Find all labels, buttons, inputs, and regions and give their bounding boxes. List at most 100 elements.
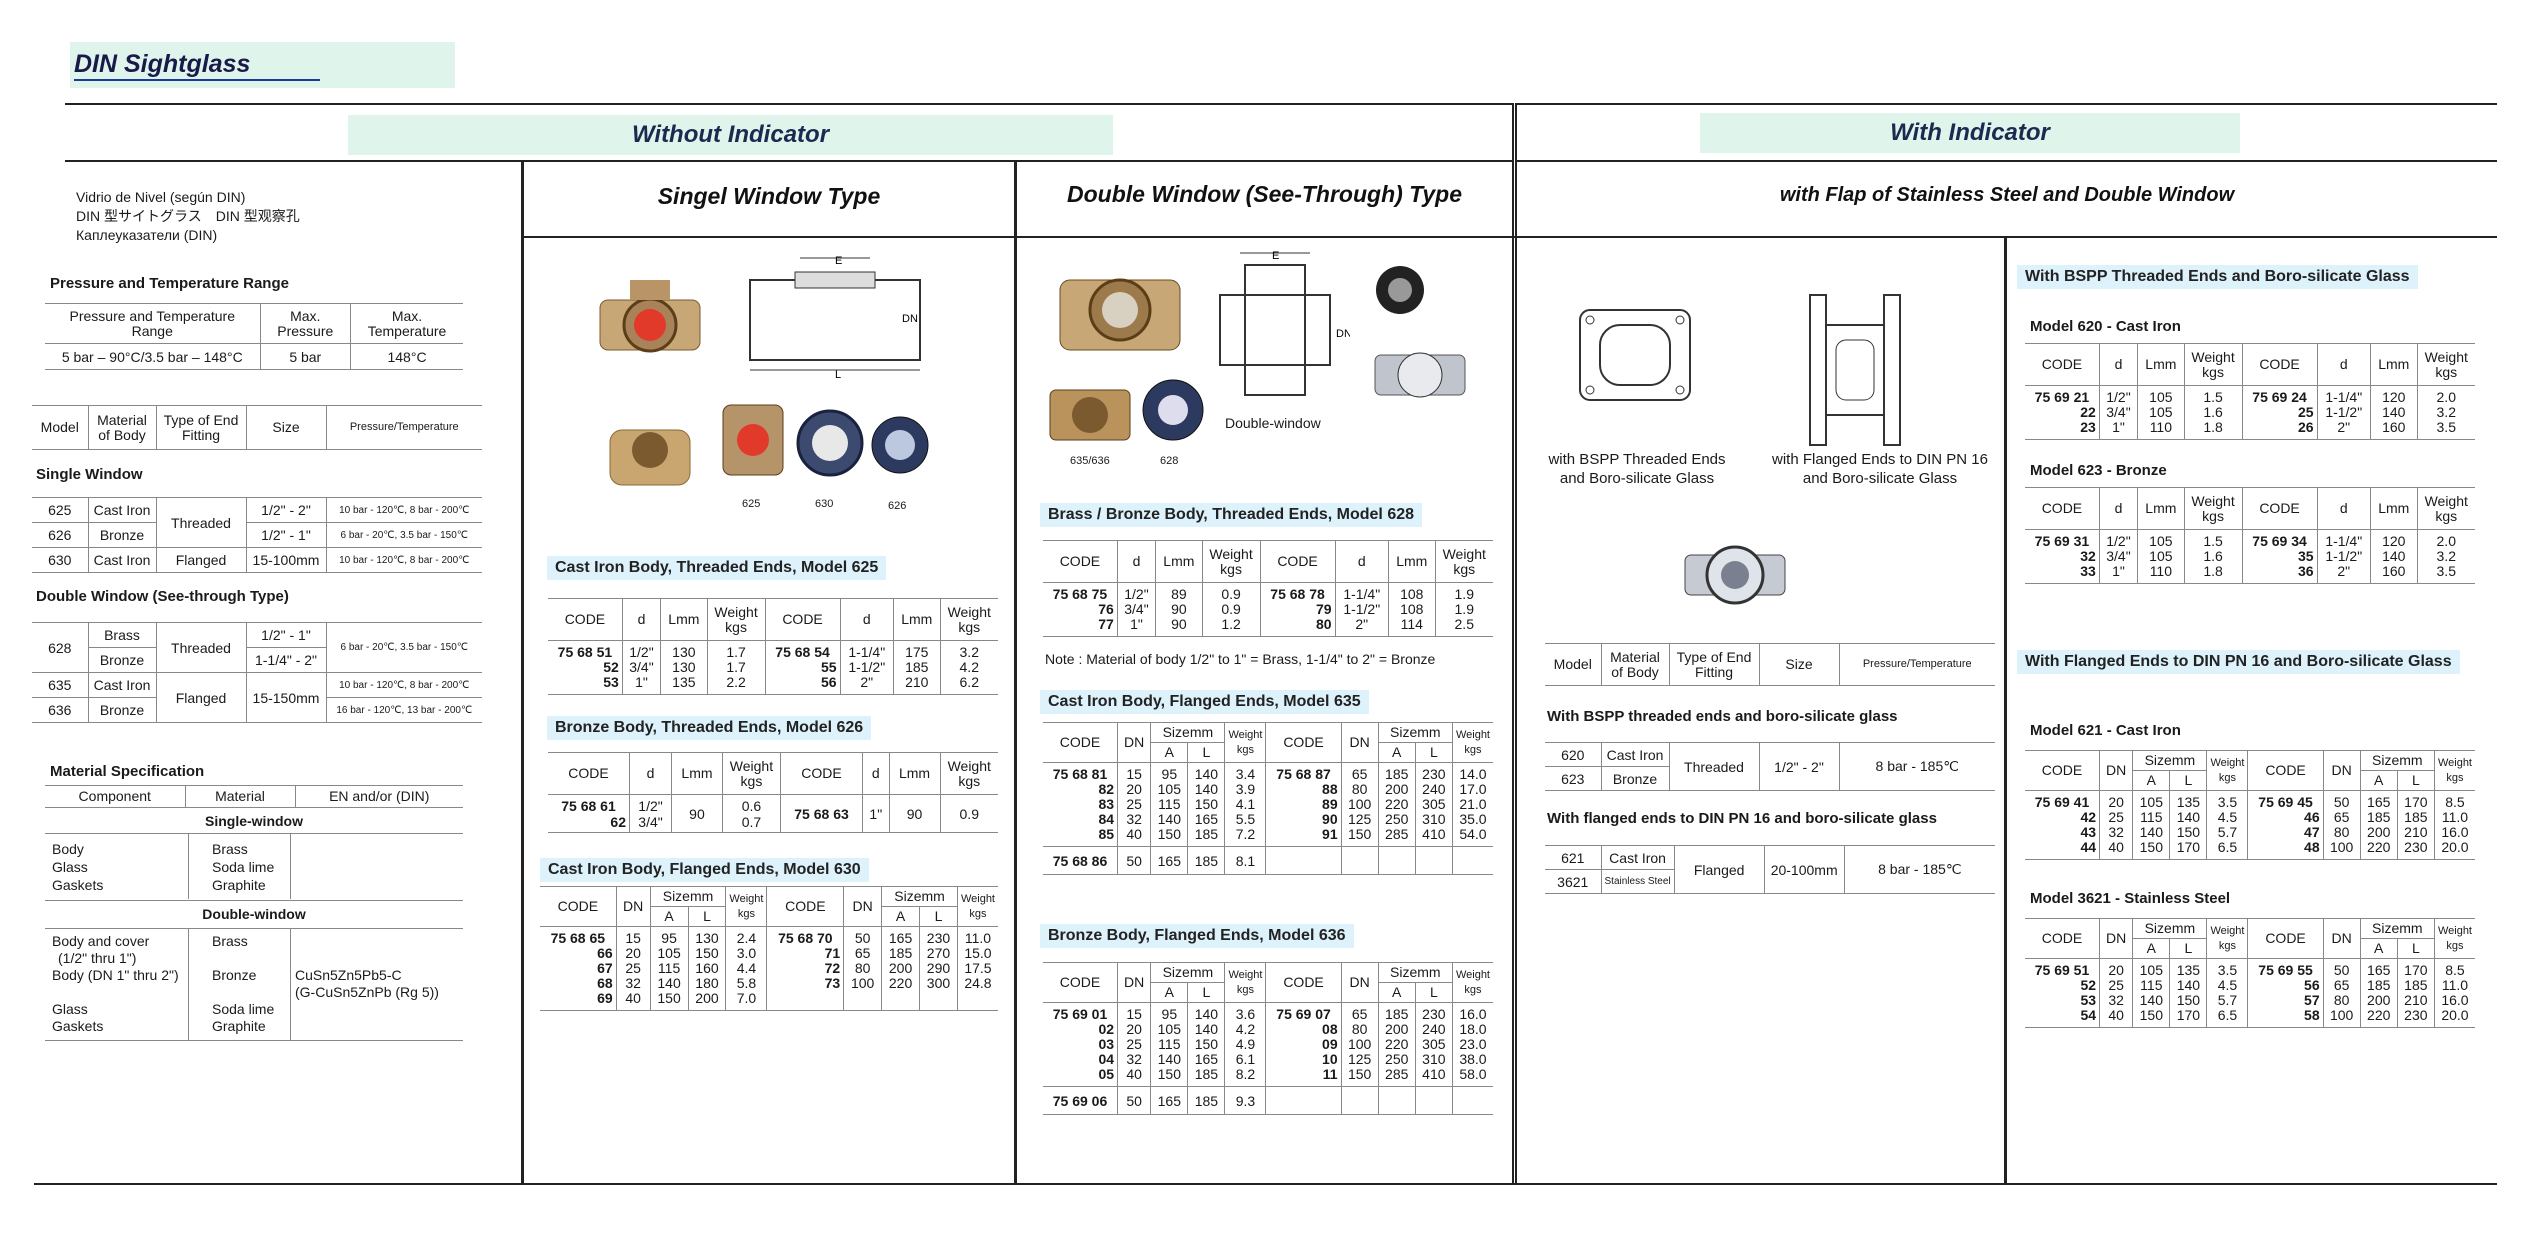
code: 75 68 75 (1052, 586, 1108, 602)
cell-col-5: 1-1/4"1-1/2"2" (1334, 582, 1390, 637)
a: 165 (1150, 1086, 1189, 1115)
value: 135 (672, 674, 696, 690)
cell-col-1: 1/2"3/4"1" (2098, 529, 2139, 584)
mh-size: Size (1758, 643, 1840, 686)
sightglass-flap-photo (1684, 545, 1786, 605)
col-dn: DN (2099, 918, 2134, 959)
value: 150 (1194, 796, 1219, 812)
value: 2.5 (1454, 616, 1474, 632)
value: 90 (1171, 601, 1187, 617)
sightglass-drawing-double: E DN (1219, 250, 1350, 396)
mh-size: Size (245, 405, 327, 450)
code: 75 68 78 (1270, 586, 1325, 602)
code: 90 (1322, 811, 1338, 827)
lmm: 90 (671, 794, 723, 833)
value: 220 (888, 975, 913, 991)
value: 1.7 (726, 644, 746, 660)
col-size: Sizemm (649, 886, 727, 907)
value: 15 (1126, 1006, 1142, 1022)
flap-title: with Flap of Stainless Steel and Double … (1779, 184, 2235, 206)
value: 3.4 (1235, 766, 1256, 782)
t628-title: Brass / Bronze Body, Threaded Ends, Mode… (1040, 503, 1423, 527)
value: 25 (1126, 796, 1142, 812)
value: 3.5 (2436, 563, 2456, 579)
value: 105 (1157, 1021, 1181, 1037)
value: 105 (2149, 389, 2173, 405)
col-dn: DN (1340, 962, 1379, 1003)
single-heading: Single Window (36, 466, 143, 483)
mat-comp: (1/2" thru 1") (58, 950, 137, 966)
pt-v2: 5 bar (259, 343, 351, 370)
cell-col-1: 1/2"3/4"1" (2098, 385, 2139, 440)
value: 23.0 (1459, 1036, 1487, 1052)
t630-title: Cast Iron Body, Flanged Ends, Model 630 (540, 858, 869, 882)
value: 1" (635, 674, 648, 690)
sw-model: 626 (32, 522, 89, 548)
value: 1.6 (2203, 548, 2223, 564)
value: 220 (1385, 1036, 1409, 1052)
col-weight: Weight kgs (2206, 918, 2249, 959)
sw-model: 625 (32, 497, 89, 523)
value: 100 (1347, 796, 1372, 812)
model: 3621 (1545, 869, 1602, 894)
value: 1.8 (2203, 563, 2223, 579)
col-dn: DN (2322, 918, 2361, 959)
code: 62 (610, 813, 626, 830)
svg-text:DN: DN (1336, 328, 1350, 340)
cell-col-1: 1/2"3/4"1" (1116, 582, 1157, 637)
value: 230 (926, 930, 951, 946)
value: 18.0 (1459, 1021, 1487, 1037)
value: 250 (1385, 811, 1409, 827)
value: 2.4 (736, 930, 757, 946)
col-l: L (2169, 770, 2208, 791)
sightglass-photo-628 (1142, 379, 1204, 441)
m623-title: Model 623 - Bronze (2030, 462, 2167, 479)
value: 140 (1194, 1006, 1219, 1022)
value: 32 (2108, 824, 2124, 840)
weight: 9.3 (1224, 1086, 1267, 1115)
value: 3.5 (2217, 794, 2238, 810)
value (961, 991, 995, 1006)
pt-h2: Max. Pressure (259, 303, 351, 344)
value: 120 (2382, 533, 2406, 549)
mh-material: Material of Body (87, 405, 157, 450)
col-weight: Weight kgs (1434, 540, 1493, 583)
value: 210 (905, 674, 929, 690)
value: 1.9 (1454, 601, 1474, 617)
mat-val: Graphite (212, 877, 266, 893)
value: 4.9 (1235, 1036, 1256, 1052)
model: 620 (1545, 742, 1602, 767)
value: 20 (2108, 794, 2124, 810)
col-lmm: Lmm (888, 752, 941, 795)
value: 80 (854, 960, 871, 976)
pt-heading: Pressure and Temperature Range (50, 275, 289, 292)
value: 165 (1194, 811, 1219, 827)
value: 24.8 (964, 975, 992, 991)
mat-single-mat: Brass Soda lime Graphite (212, 840, 274, 894)
name-ru: Каплеуказатели (DIN) (76, 227, 218, 243)
code: 47 (2304, 824, 2320, 840)
code: 71 (824, 945, 841, 961)
sw-mat: Cast Iron (87, 497, 157, 523)
pt-h3: Max. Temperature (350, 303, 463, 344)
